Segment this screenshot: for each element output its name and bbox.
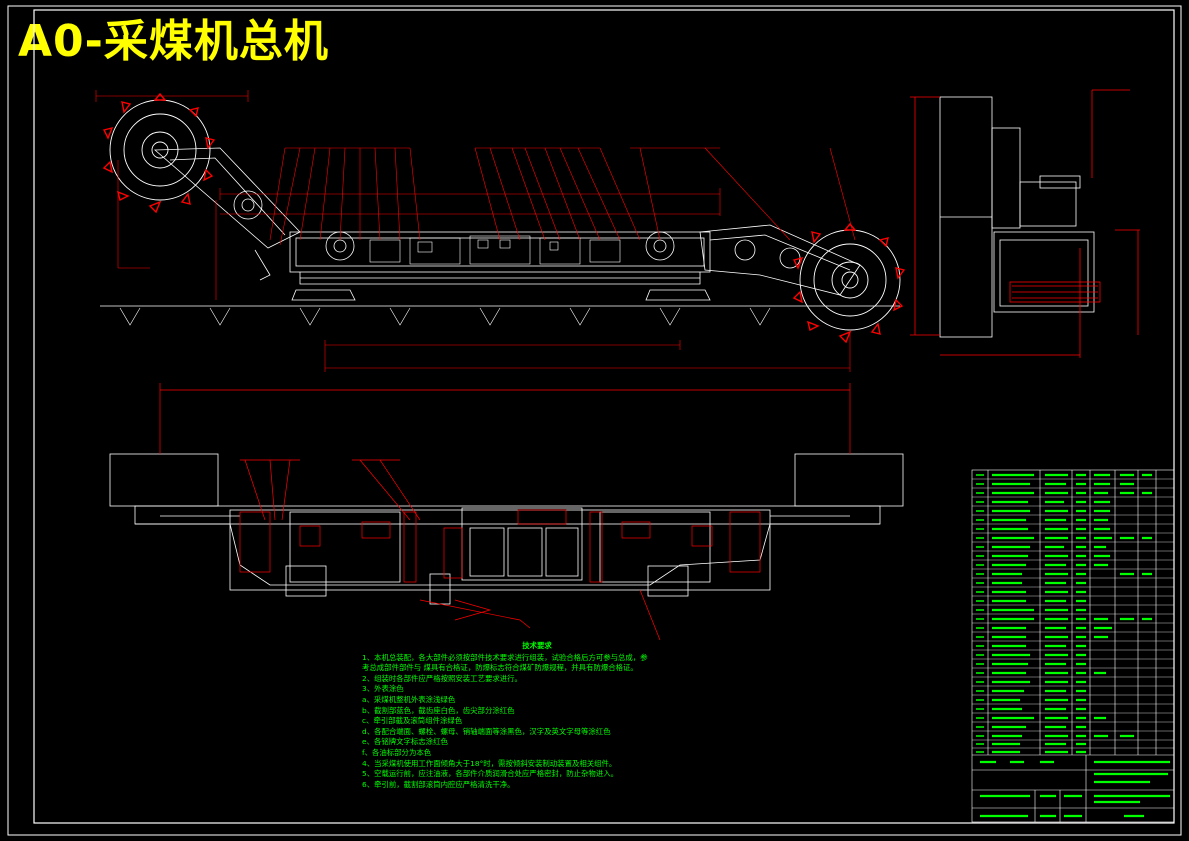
title-block [971,469,1175,823]
note-line: 5、空载运行前，应注油液，各部件介质润滑合处应严格密封，防止杂物进入。 [362,769,618,779]
right-drum [792,222,906,344]
end-view-red [910,89,1140,358]
drawing-border [7,5,1182,836]
side-elevation-view [100,147,900,326]
note-line: 考总成部件部件与 煤具有合格证，防爆标志符合煤矿防爆规程，并具有防爆合格证。 [362,663,638,673]
note-line: e、各铭牌文字标志涂红色 [362,737,448,747]
note-line: 1、本机总装配，各大部件必须按部件技术要求进行组装，试验合格后方可参与总成，参 [362,652,648,662]
end-view [939,96,1095,338]
note-line: 6、牵引前，截割部滚筒内腔应严格清洗干净。 [362,779,515,789]
note-line: 2、组装时各部件应严格按照安装工艺要求进行。 [362,673,522,683]
notes-heading: 技术要求 [522,641,552,650]
drawing-title: A0-采煤机总机 [18,16,329,67]
plan-view [109,453,904,605]
note-line: 3、外表涂色 [362,684,404,694]
note-line: a、采煤机整机外表涂浅绿色 [362,694,456,704]
note-line: d、各配合端面、螺栓、螺母、销轴端面等涂黑色，汉字及英文字母等涂红色 [362,726,611,736]
note-line: 4、当采煤机使用工作面倾角大于18°时，需按倾斜安装制动装置及相关组件。 [362,758,617,768]
side-dimensions [95,90,856,372]
technical-notes: 技术要求 1、本机总装配，各大部件必须按部件技术要求进行组装，试验合格后方可参与… [362,641,712,790]
ground-hatch [119,307,771,326]
left-drum [102,92,216,214]
parts-list-rows [972,478,1174,749]
plan-view-red [159,383,851,641]
note-line: f、各油标部分为本色 [362,747,432,757]
drawing-inner-border [33,9,1175,824]
note-line: b、截割部蓝色，截齿座白色，齿尖部分涂红色 [362,705,515,715]
note-line: c、牵引部截及滚筒组件涂绿色 [362,716,463,726]
parts-list-entries [976,473,1170,818]
